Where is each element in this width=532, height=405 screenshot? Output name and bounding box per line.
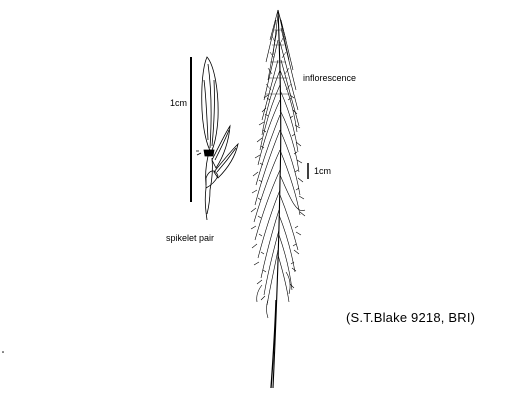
inflorescence-label: inflorescence	[303, 73, 357, 83]
inflorescence-scale-label: 1cm	[314, 166, 332, 176]
spikelet-scale-label: 1cm	[170, 98, 188, 108]
voucher-citation: (S.T.Blake 9218, BRI)	[346, 310, 476, 325]
stray-mark	[2, 351, 4, 353]
grass-panicle-drawing	[250, 9, 306, 389]
spikelet-pair-drawing	[196, 56, 239, 221]
spikelet-pair-label: spikelet pair	[166, 233, 215, 243]
